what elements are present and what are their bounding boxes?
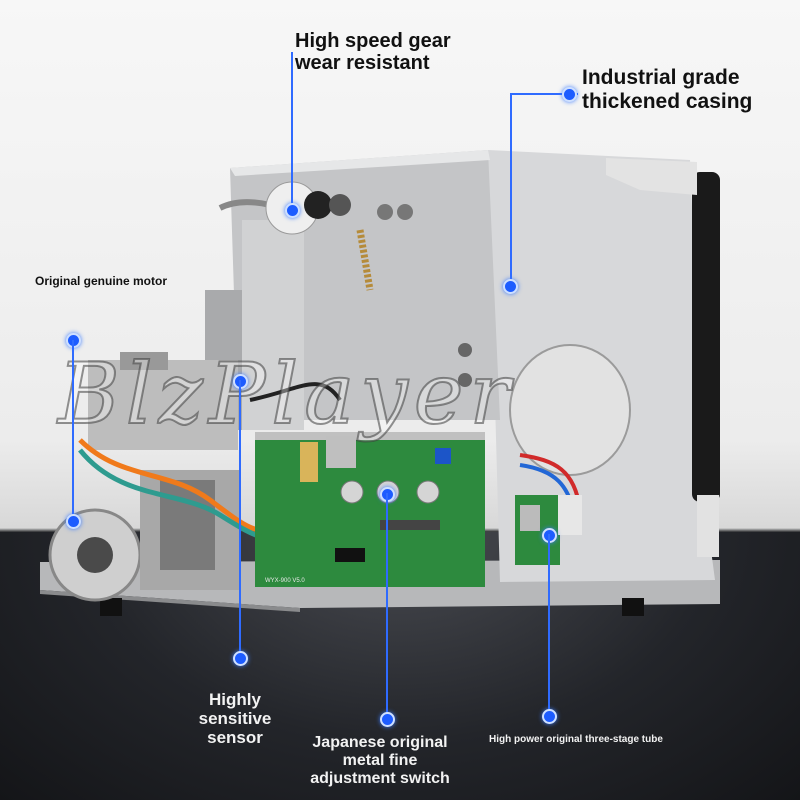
casing-back-handle	[692, 172, 720, 502]
top-bracket	[606, 158, 697, 195]
spring	[356, 229, 374, 291]
label-sensor-line3: sensor	[207, 728, 263, 748]
transistor	[326, 436, 356, 468]
watermark: BlzPlayer	[57, 344, 516, 444]
leader-motor	[72, 340, 74, 520]
pcb-silk-label: WYX-900 V5.0	[265, 578, 305, 584]
label-gear: High speed gear wear resistant	[295, 30, 451, 75]
label-switch: Japanese original metal fine adjustment …	[298, 734, 462, 788]
leader-tube	[548, 534, 550, 712]
motor-hub	[77, 537, 113, 573]
connector	[300, 442, 318, 482]
potentiometer-1	[340, 480, 364, 504]
wheel	[509, 344, 631, 476]
pcb-heatsink	[255, 432, 485, 440]
rear-bracket	[697, 495, 719, 557]
leader-gear	[291, 52, 293, 207]
label-switch-line2: metal fine	[342, 751, 418, 769]
screw	[397, 204, 413, 220]
foot-right	[622, 598, 644, 616]
callout-dot-gear	[285, 203, 300, 218]
label-casing-line1: Industrial grade	[582, 66, 740, 89]
label-sensor-line1: Highly	[209, 690, 261, 709]
ic-chip	[335, 548, 365, 562]
screw	[377, 204, 393, 220]
label-sensor: Highly sensitive sensor	[186, 690, 284, 747]
label-gear-line2: wear resistant	[295, 52, 430, 75]
potentiometer-3	[416, 480, 440, 504]
motor-body	[88, 360, 238, 450]
label-switch-line1: Japanese original	[312, 734, 448, 751]
trim-pot	[435, 448, 451, 464]
leader-casing-h	[510, 93, 578, 95]
screw	[458, 373, 472, 387]
gear-2	[329, 194, 351, 216]
screw	[458, 343, 472, 357]
motor-top	[120, 352, 168, 370]
label-switch-line3: adjustment switch	[310, 769, 450, 787]
callout-dot-casing-top	[562, 87, 577, 102]
label-casing: Industrial grade thickened casing	[582, 66, 752, 113]
leader-sensor	[239, 380, 241, 657]
callout-dot-motor	[66, 514, 81, 529]
component	[380, 520, 440, 530]
leader-switch	[386, 493, 388, 718]
callout-dot-casing	[503, 279, 518, 294]
leader-casing-v	[510, 93, 512, 285]
wire-black	[249, 382, 342, 402]
label-casing-line2: thickened casing	[582, 89, 753, 113]
foot-left	[100, 598, 122, 616]
label-tube: High power original three-stage tube	[489, 734, 663, 745]
label-gear-line1: High speed gear	[295, 30, 451, 52]
lever	[218, 199, 271, 211]
label-motor: Original genuine motor	[35, 274, 168, 288]
gear	[304, 191, 332, 219]
side-connector	[558, 495, 582, 535]
callout-dot-tube	[542, 709, 557, 724]
casing-top-edge	[230, 150, 490, 176]
label-sensor-line2: sensitive	[198, 709, 272, 729]
callout-dot-switch	[380, 712, 395, 727]
callout-dot-sensor	[233, 651, 248, 666]
motor-bracket-window	[160, 480, 215, 570]
tube-component	[520, 505, 540, 531]
